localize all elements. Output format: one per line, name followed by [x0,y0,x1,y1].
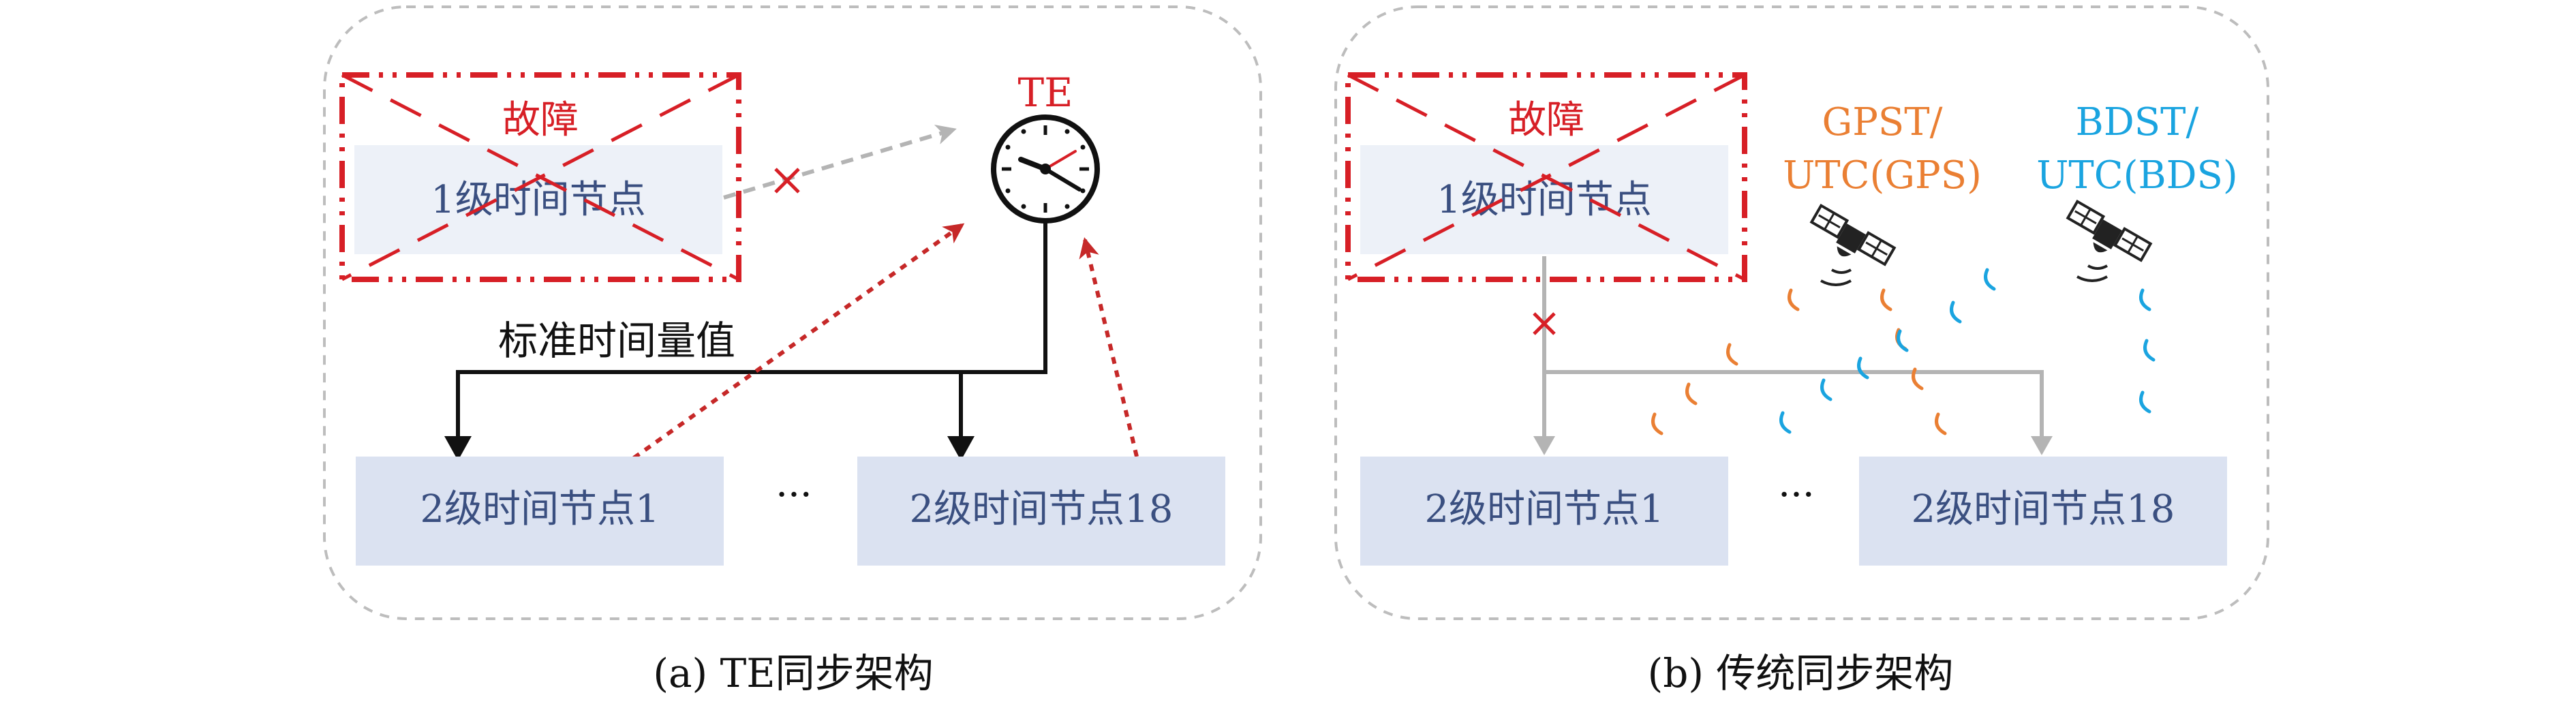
feedback-arrow-node18 [1079,237,1139,457]
level2-node-first-b: 2级时间节点1 [1360,457,1728,566]
fault-label: 故障 [1508,98,1584,142]
caption-a: (a) TE同步架构 [653,650,933,696]
gray-distribution [1533,256,2053,455]
level2-node-box [356,457,724,566]
level2-node-label: 2级时间节点18 [1912,487,2175,532]
level1-node-box [354,145,722,254]
fault-frame-b: 故障 [1345,72,1747,282]
level2-node-label: 2级时间节点1 [420,487,659,532]
clock-icon [991,114,1100,224]
fault-border [1345,72,1747,282]
panel-b-frame [1334,5,2269,620]
level1-node-b: 1级时间节点 [1360,145,1728,254]
level2-node-box [857,457,1225,566]
cross-icon [1533,312,1556,335]
gps-label-line2: UTC(GPS) [1783,153,1982,198]
panel-b: 1级时间节点 故障 GPST/ UTC(GPS) BDST/ UTC(BDS) [1334,5,2269,696]
panel-a: 1级时间节点 故障 TE [323,5,1262,696]
bds-label-line2: UTC(BDS) [2036,153,2238,198]
std-time-label: 标准时间量值 [498,318,735,364]
ellipsis: ··· [776,473,812,517]
level2-node-box [1360,457,1728,566]
satellite-icon [1810,204,1896,286]
fault-label: 故障 [502,98,579,142]
cross-icon [774,168,800,194]
level1-to-te-link [723,124,957,200]
bds-signal-waves [1781,270,2153,432]
level2-node-last-b: 2级时间节点18 [1859,457,2227,566]
caption-b: (b) 传统同步架构 [1648,650,1954,696]
level2-node-first-a: 2级时间节点1 [356,457,724,566]
gps-label-line1: GPST/ [1822,100,1943,144]
bds-label-line1: BDST/ [2076,100,2199,144]
satellite-icon [2066,200,2152,282]
level1-node-a: 1级时间节点 [354,145,722,254]
fault-border [339,72,741,282]
fault-cross-line [1347,73,1746,281]
std-time-distribution [444,222,1047,461]
ellipsis: ··· [1778,473,1814,517]
te-label: TE [1017,70,1073,116]
panel-a-frame [323,5,1262,620]
gps-signal-waves [1653,290,1945,433]
level2-node-label: 2级时间节点1 [1424,487,1663,532]
level1-node-box [1360,145,1728,254]
level2-node-last-a: 2级时间节点18 [857,457,1225,566]
fault-frame-a: 故障 [339,72,741,282]
fault-cross-line [341,73,740,281]
level2-node-box [1859,457,2227,566]
level2-node-label: 2级时间节点18 [910,487,1174,532]
